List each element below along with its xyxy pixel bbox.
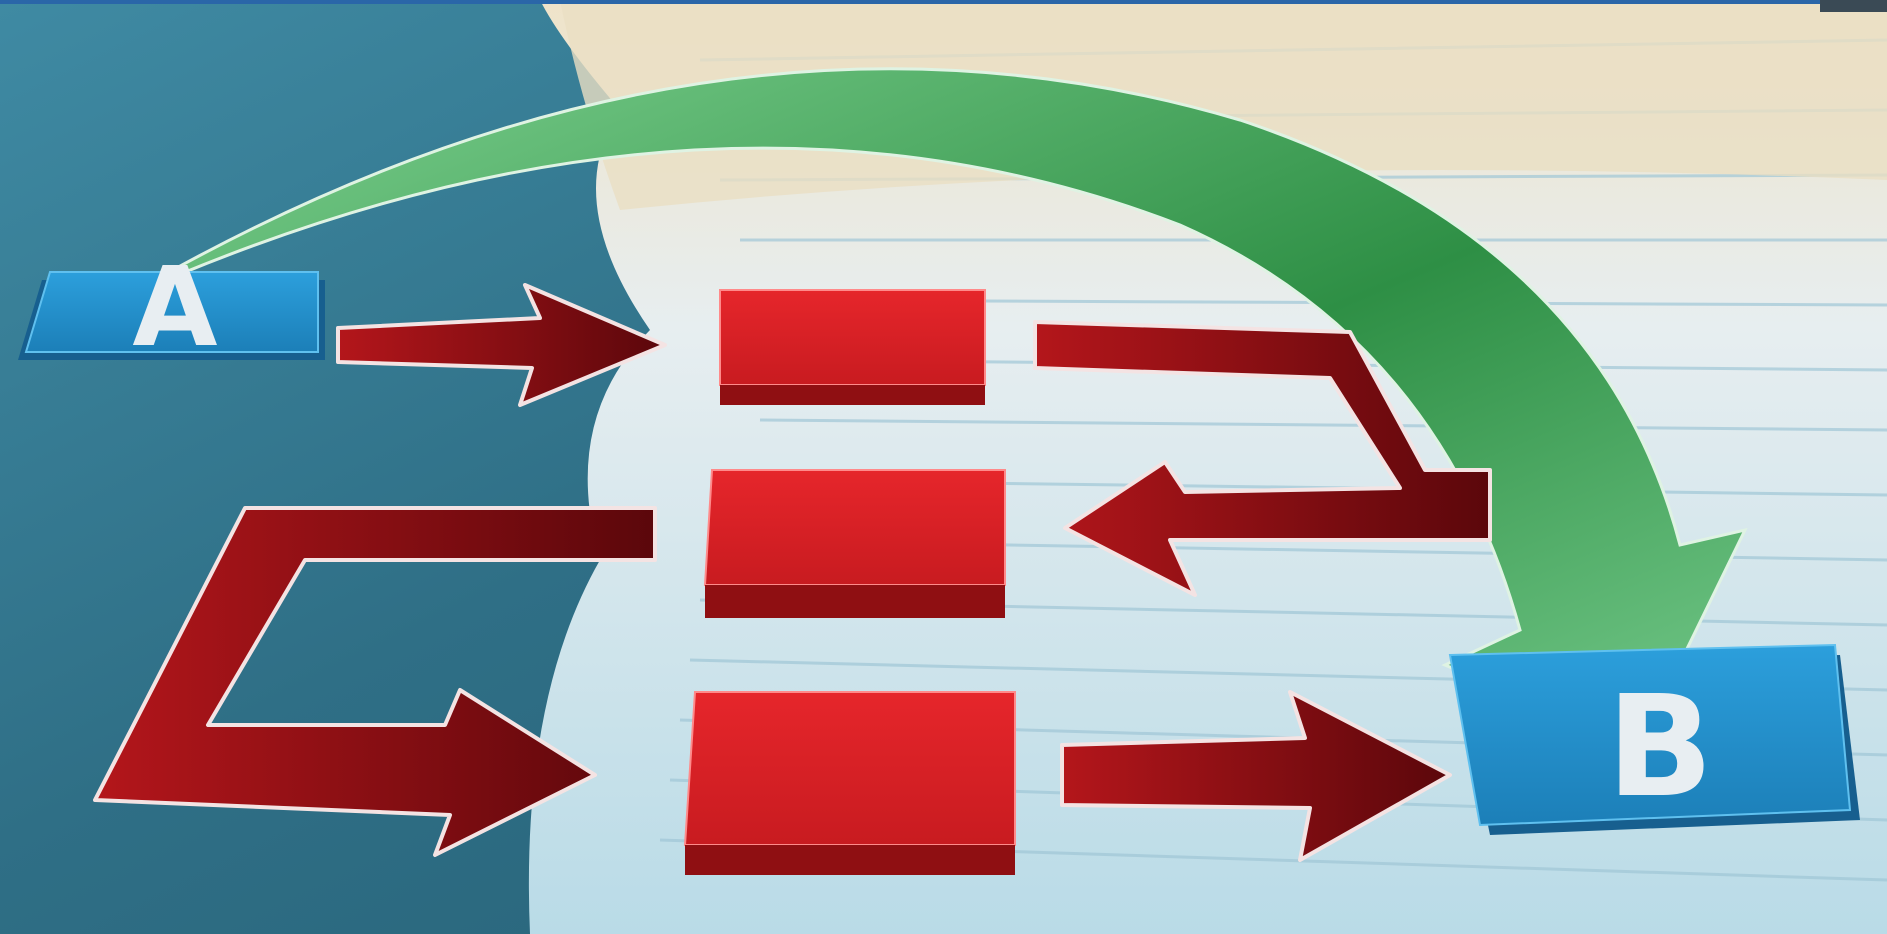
top-border (0, 0, 1820, 4)
top-right-corner (1820, 0, 1887, 12)
red-box-1 (720, 290, 985, 405)
tile-b-label: B (1607, 666, 1714, 829)
red-box-2 (705, 470, 1005, 618)
tile-b: B (1450, 645, 1860, 835)
tile-a-label: A (132, 243, 217, 371)
red-box-3 (685, 692, 1015, 875)
